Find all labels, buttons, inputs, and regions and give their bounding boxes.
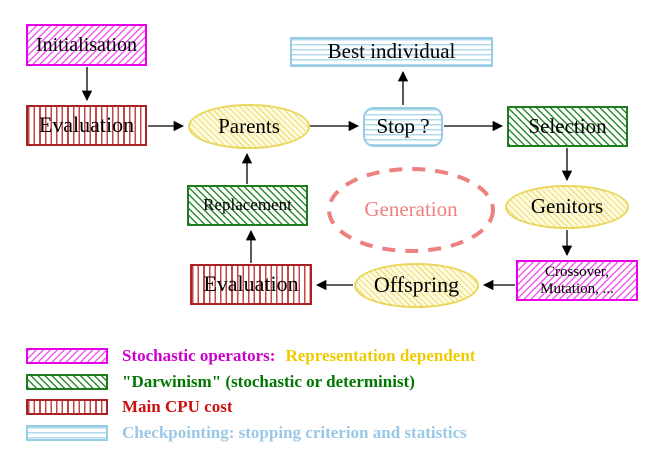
legend-row-stochastic-operators: Stochastic operators: Representation depe… (26, 346, 475, 366)
node-parents: Parents (188, 104, 310, 149)
node-evaluation-bottom: Evaluation (190, 264, 312, 305)
node-replacement: Replacement (187, 185, 308, 226)
legend-swatch-red-stripes (26, 399, 108, 415)
legend-swatch-green-hatch (26, 374, 108, 390)
node-initialisation: Initialisation (26, 24, 147, 66)
legend-swatch-magenta-hatch (26, 348, 108, 364)
generation-dashed-ellipse (327, 167, 495, 253)
legend-label-stochastic: Stochastic operators: (122, 346, 276, 365)
node-generation-label: Generation (364, 197, 458, 222)
node-offspring: Offspring (354, 263, 479, 308)
legend-label-checkpointing: Checkpointing: stopping criterion and st… (122, 423, 467, 442)
node-crossover-mutation: Crossover, Mutation, ... (516, 260, 638, 301)
node-genitors: Genitors (505, 185, 629, 229)
node-selection: Selection (507, 106, 628, 147)
legend-row-darwinism: "Darwinism" (stochastic or determinist) (26, 372, 415, 392)
legend-label-representation: Representation dependent (285, 346, 476, 365)
legend-swatch-cyan-stripes (26, 425, 108, 441)
legend-label-darwinism: "Darwinism" (stochastic or determinist) (122, 372, 415, 391)
legend-row-main-cpu-cost: Main CPU cost (26, 397, 232, 417)
legend-label: "Darwinism" (stochastic or determinist) (122, 372, 415, 392)
legend-label: Checkpointing: stopping criterion and st… (122, 423, 467, 443)
node-evaluation-top: Evaluation (26, 105, 147, 146)
crossover-line-2: Mutation, ... (540, 280, 614, 297)
legend-label-cpu-cost: Main CPU cost (122, 397, 233, 416)
node-best-individual: Best individual (290, 37, 493, 67)
legend-label: Stochastic operators: Representation depe… (122, 346, 475, 366)
crossover-line-1: Crossover, (545, 264, 609, 280)
legend-row-checkpointing: Checkpointing: stopping criterion and st… (26, 423, 467, 443)
node-stop: Stop ? (363, 107, 443, 147)
legend-label: Main CPU cost (122, 397, 232, 417)
